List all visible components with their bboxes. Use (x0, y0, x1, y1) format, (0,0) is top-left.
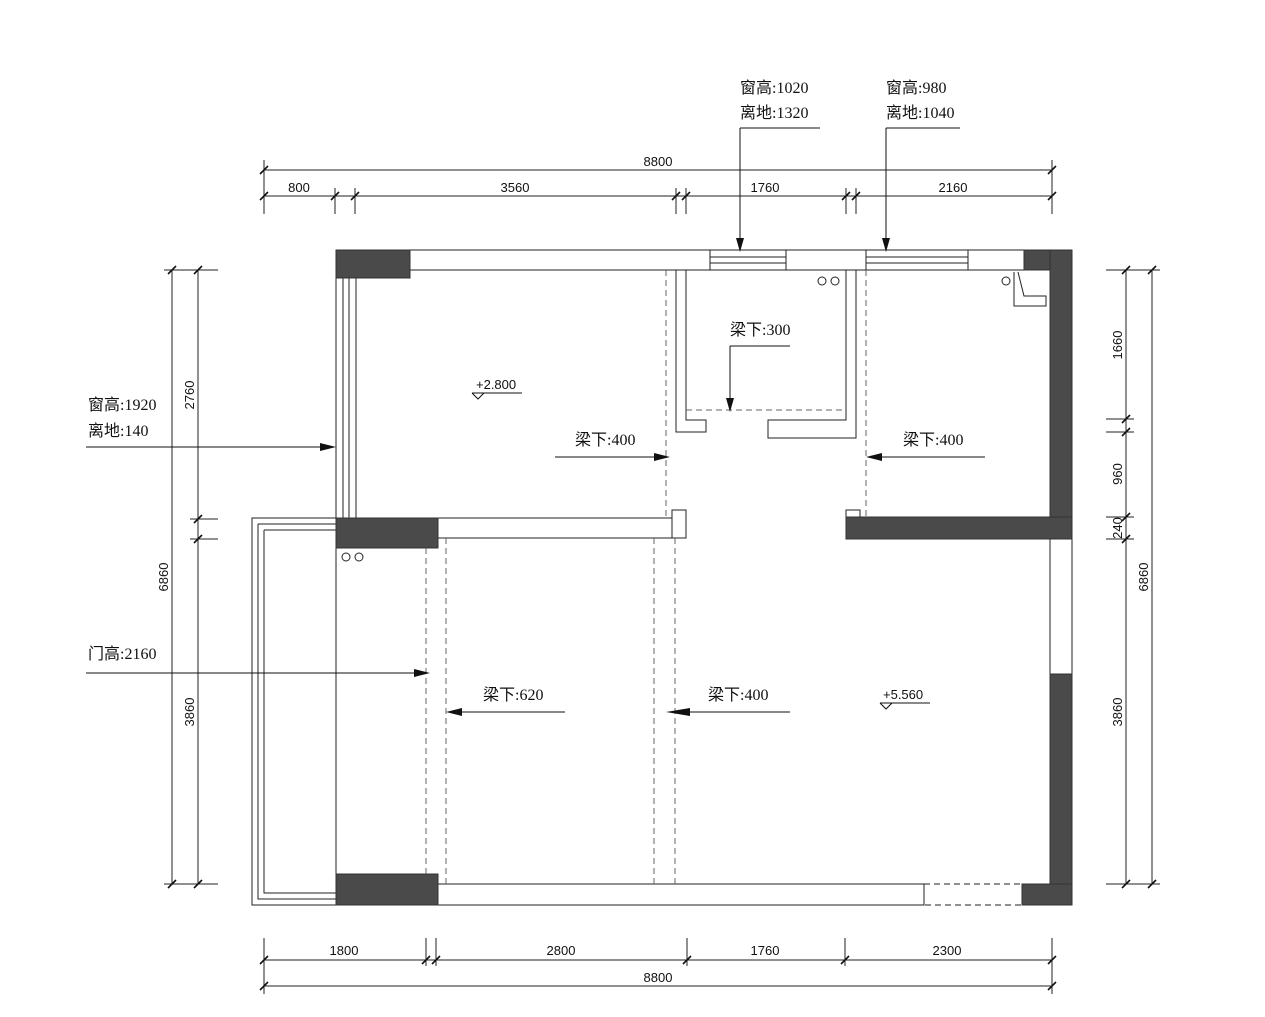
elevation-upper: +2.800 (476, 377, 516, 392)
right-dim-2: 960 (1110, 463, 1125, 485)
door-height: 门高:2160 (88, 645, 156, 663)
left-dim-1: 2760 (182, 381, 197, 410)
bottom-dimension-lines (259, 938, 1057, 994)
left-total-dim: 6860 (156, 563, 171, 592)
left-window-sill: 离地:140 (88, 422, 148, 440)
beam-note-300: 梁下:300 (730, 321, 790, 339)
leader-lines (86, 127, 985, 716)
top-dim-3: 1760 (751, 180, 780, 195)
top-dim-1: 800 (288, 180, 310, 195)
left-dim-2: 3860 (182, 698, 197, 727)
bottom-dim-2: 2800 (547, 943, 576, 958)
left-dimension-lines (164, 265, 218, 889)
beam-note-400-lower: 梁下:400 (708, 686, 768, 704)
top-dimension-lines (259, 160, 1057, 214)
right-dim-1: 1660 (1110, 331, 1125, 360)
top-dim-4: 2160 (939, 180, 968, 195)
right-dim-4: 3860 (1110, 698, 1125, 727)
beam-note-400-upper-right: 梁下:400 (903, 431, 963, 449)
right-dim-3: 240 (1110, 517, 1125, 539)
beam-note-400-upper-left: 梁下:400 (575, 431, 635, 449)
bottom-total-dim: 8800 (644, 970, 673, 985)
top-window-1 (709, 249, 787, 271)
right-dimension-lines (1106, 265, 1160, 889)
left-window-height: 窗高:1920 (88, 396, 156, 414)
bottom-dim-4: 2300 (933, 943, 962, 958)
walls (251, 249, 1073, 906)
right-total-dim: 6860 (1136, 563, 1151, 592)
bottom-dim-1: 1800 (330, 943, 359, 958)
structural-columns (335, 249, 1073, 906)
top-window-1-sill: 离地:1320 (740, 104, 808, 122)
beam-lines (425, 270, 867, 884)
elevation-lower: +5.560 (883, 687, 923, 702)
beam-note-620: 梁下:620 (483, 686, 543, 704)
top-dim-2: 3560 (501, 180, 530, 195)
top-window-2 (865, 249, 969, 271)
floor-drain-icons (341, 276, 1011, 562)
top-window-2-sill: 离地:1040 (886, 104, 954, 122)
top-window-1-height: 窗高:1020 (740, 79, 808, 97)
top-total-dim: 8800 (644, 154, 673, 169)
left-window (335, 277, 357, 519)
top-window-2-height: 窗高:980 (886, 79, 946, 97)
bottom-dim-3: 1760 (751, 943, 780, 958)
